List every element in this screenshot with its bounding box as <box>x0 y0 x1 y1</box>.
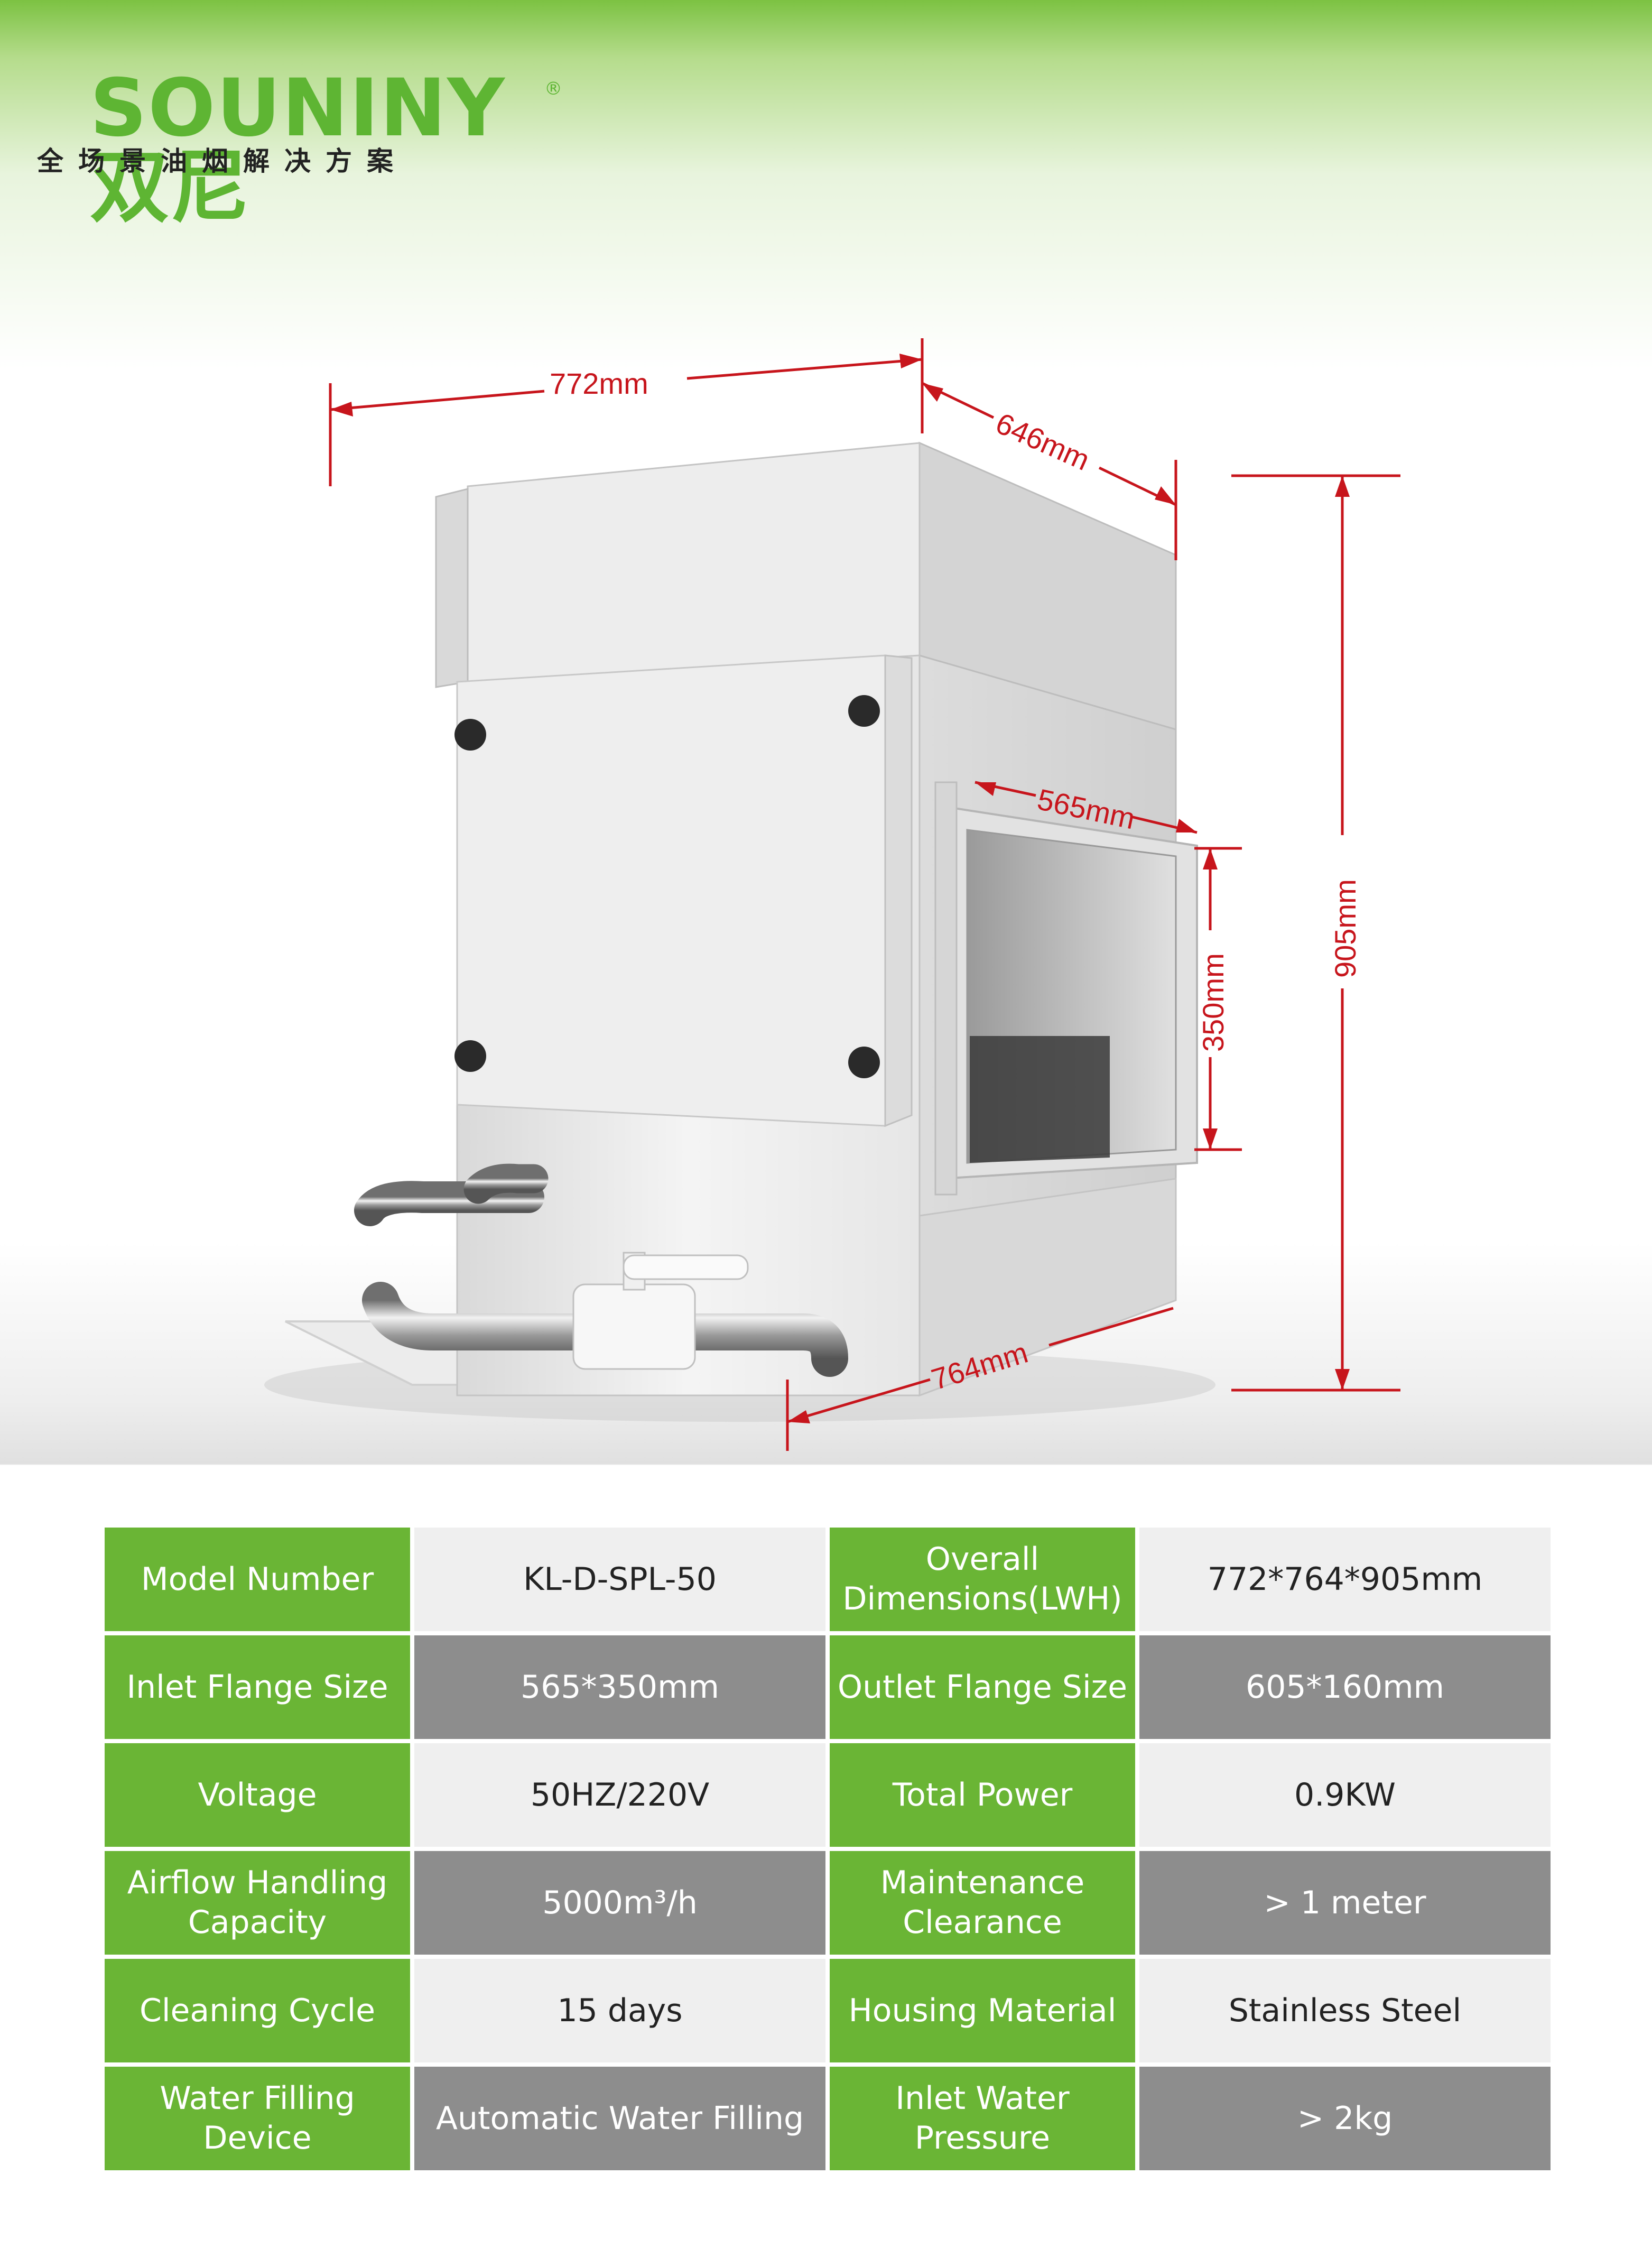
top-box-front <box>467 442 921 683</box>
spec-label: Voltage <box>105 1743 410 1847</box>
spec-value: > 1 meter <box>1139 1851 1551 1955</box>
table-row: Airflow Handling Capacity 5000m³/h Maint… <box>105 1851 1551 1955</box>
spec-label: Inlet Water Pressure <box>830 2067 1135 2170</box>
spec-table: Model Number KL-D-SPL-50 Overall Dimensi… <box>100 1523 1555 2175</box>
spec-label: Water Filling Device <box>105 2067 410 2170</box>
table-row: Voltage 50HZ/220V Total Power 0.9KW <box>105 1743 1551 1847</box>
spec-value: 605*160mm <box>1139 1635 1551 1739</box>
spec-value: KL-D-SPL-50 <box>414 1528 825 1631</box>
spec-value: 50HZ/220V <box>414 1743 825 1847</box>
spec-value: Automatic Water Filling <box>414 2067 825 2170</box>
pipe-horizontal-1 <box>354 1181 544 1226</box>
table-row: Water Filling Device Automatic Water Fil… <box>105 2067 1551 2170</box>
dimension-depth-label: 646mm <box>991 406 1094 477</box>
dimension-height-label: 905mm <box>1329 879 1362 978</box>
spec-label: Outlet Flange Size <box>830 1635 1135 1739</box>
spec-label: Model Number <box>105 1528 410 1631</box>
valve-body <box>572 1283 696 1370</box>
brand-name: SOUNINY双尼 <box>90 62 506 234</box>
brand-logo: SOUNINY双尼 ® <box>90 69 565 227</box>
spec-value: 5000m³/h <box>414 1851 825 1955</box>
spec-value: Stainless Steel <box>1139 1959 1551 2062</box>
valve-handle <box>623 1254 749 1280</box>
door-edge <box>884 654 913 1127</box>
table-row: Model Number KL-D-SPL-50 Overall Dimensi… <box>105 1528 1551 1631</box>
spec-label: Housing Material <box>830 1959 1135 2062</box>
dimension-arrows <box>330 354 1350 1423</box>
dimension-inlet-height-label: 350mm <box>1196 953 1230 1052</box>
brand-slogan: 全场景油烟解决方案 <box>37 146 408 177</box>
spec-label: Overall Dimensions(LWH) <box>830 1528 1135 1631</box>
spec-value: 772*764*905mm <box>1139 1528 1551 1631</box>
dimension-lines <box>329 338 1400 1451</box>
registered-mark: ® <box>544 78 562 99</box>
table-row: Cleaning Cycle 15 days Housing Material … <box>105 1959 1551 2062</box>
table-row: Inlet Flange Size 565*350mm Outlet Flang… <box>105 1635 1551 1739</box>
door-knob <box>454 695 880 1078</box>
spec-label: Total Power <box>830 1743 1135 1847</box>
spec-value: 0.9KW <box>1139 1743 1551 1847</box>
dimension-width-label: 772mm <box>550 367 648 400</box>
spec-value: > 2kg <box>1139 2067 1551 2170</box>
door-panel <box>456 654 886 1127</box>
spec-label: Inlet Flange Size <box>105 1635 410 1739</box>
spec-label: Airflow Handling Capacity <box>105 1851 410 1955</box>
top-flange <box>435 488 469 688</box>
spec-label: Cleaning Cycle <box>105 1959 410 2062</box>
spec-value: 15 days <box>414 1959 825 2062</box>
product-drawing: 772mm 646mm 905mm 565mm 350mm 764mm <box>264 338 1400 1451</box>
spec-label: Maintenance Clearance <box>830 1851 1135 1955</box>
spec-value: 565*350mm <box>414 1635 825 1739</box>
inlet-side-strip <box>934 781 958 1196</box>
inlet-inner-dark <box>970 1036 1110 1163</box>
pipe-bottom <box>362 1282 848 1377</box>
pipe-horizontal-2 <box>463 1163 549 1204</box>
